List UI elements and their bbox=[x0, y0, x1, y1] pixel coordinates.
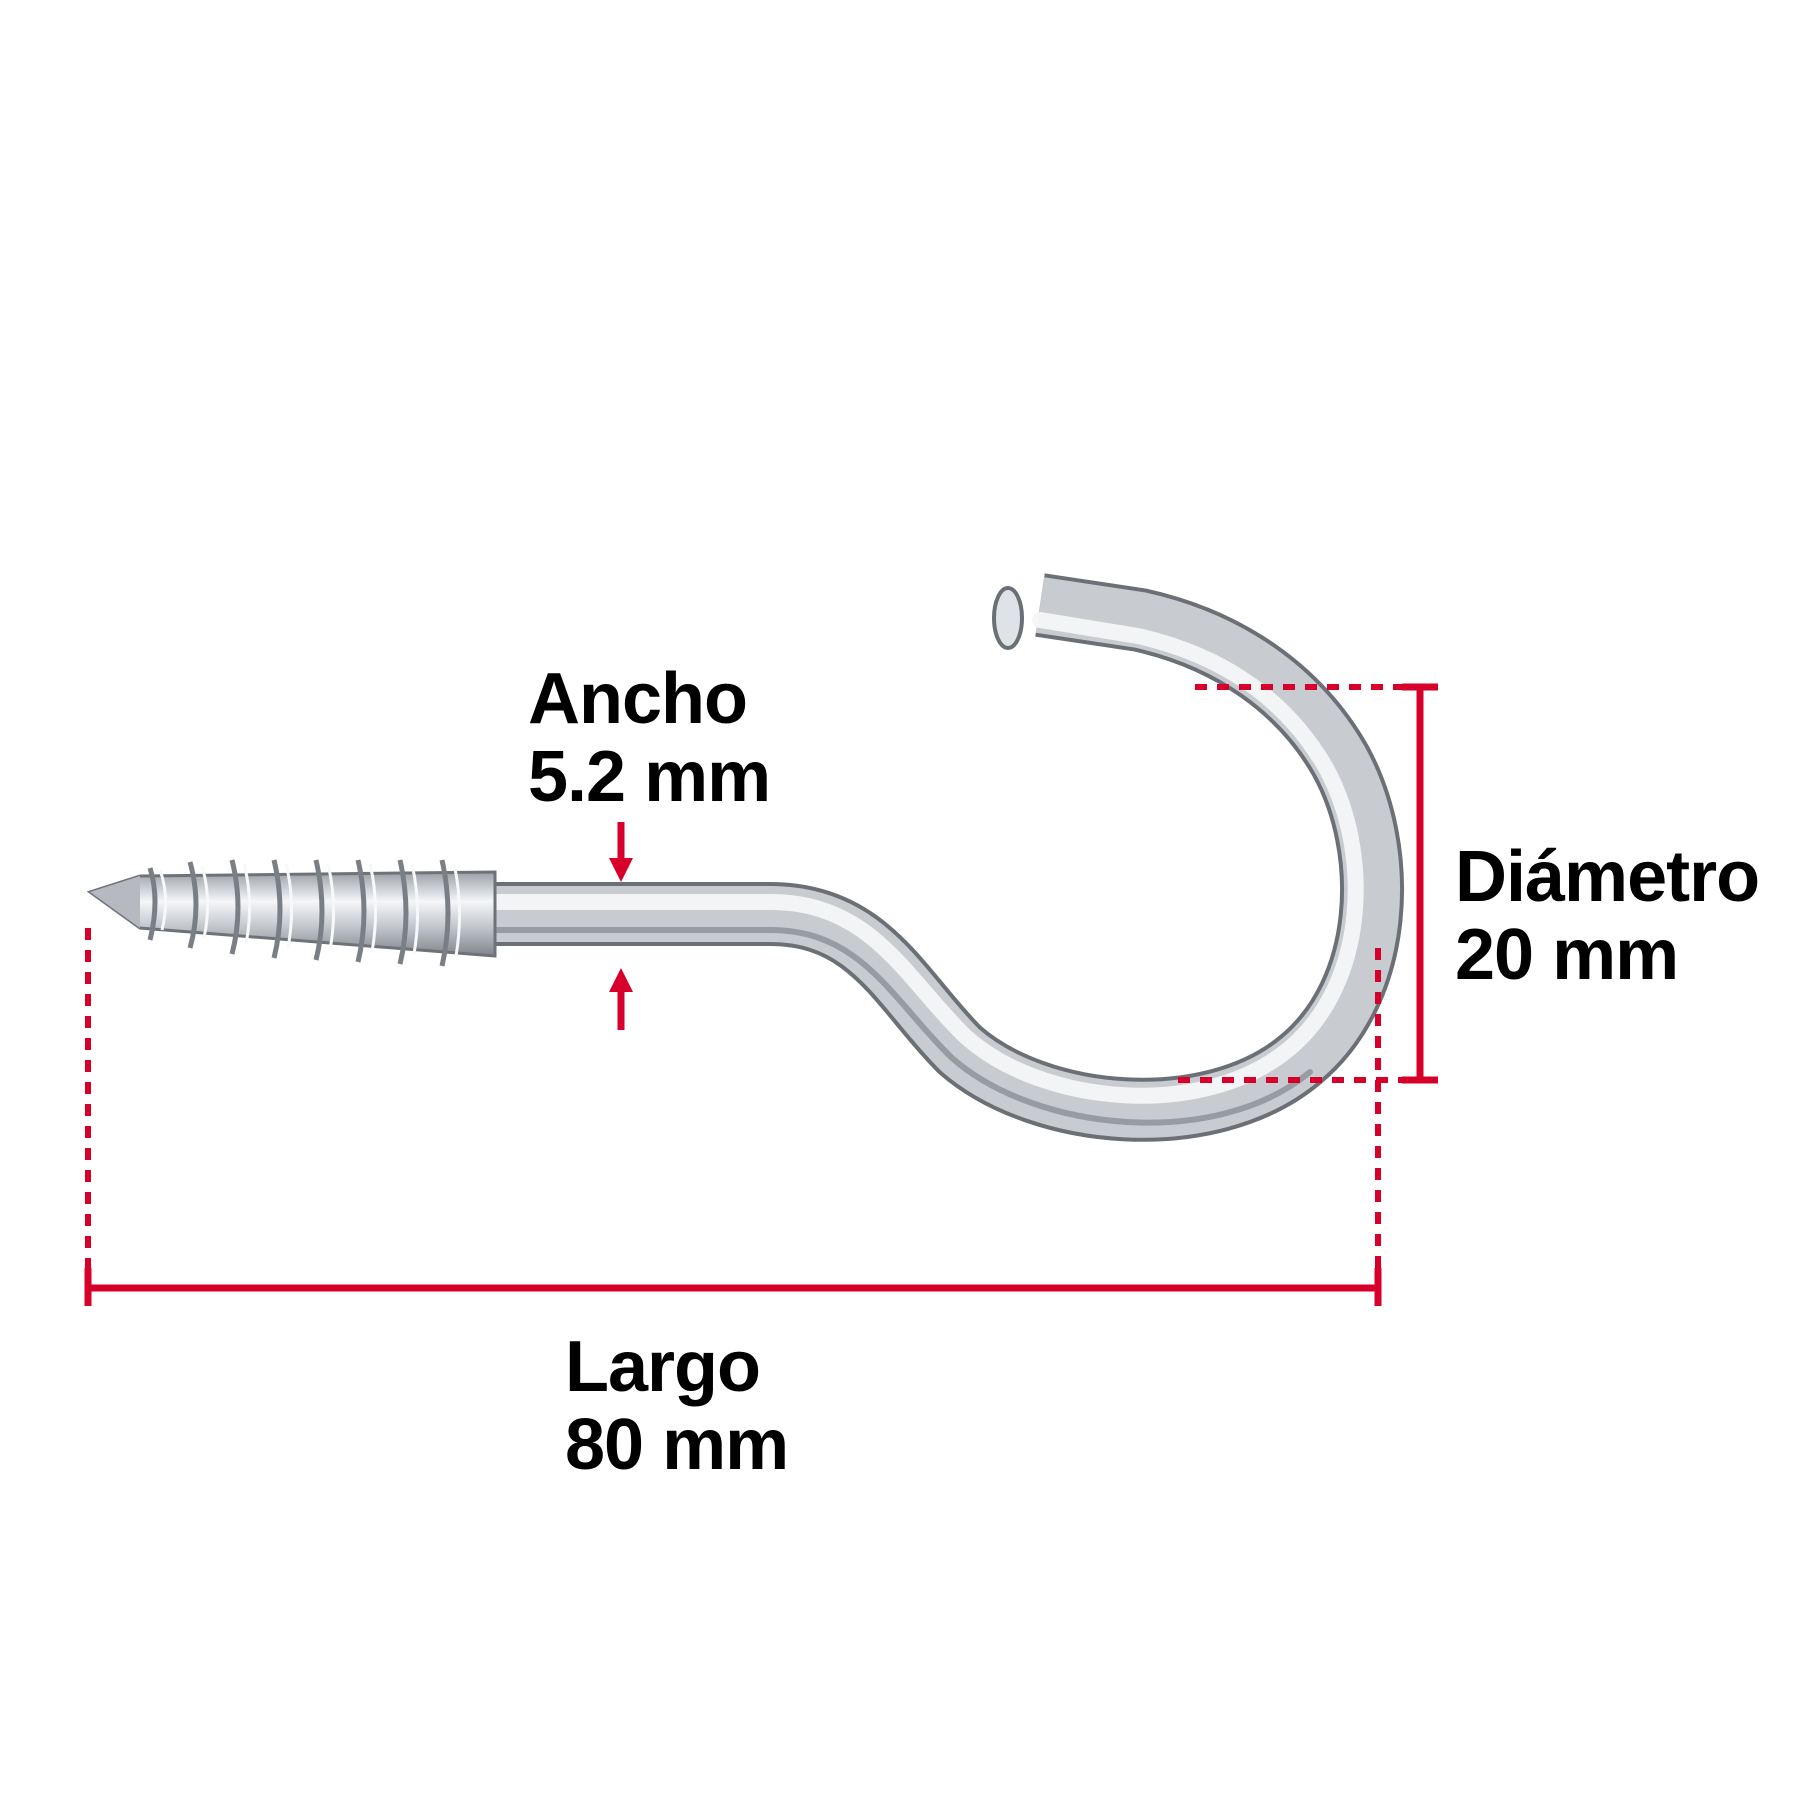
width-label: Ancho 5.2 mm bbox=[528, 659, 771, 817]
screw-hook-image bbox=[86, 573, 1405, 1142]
width-top-arrow-head bbox=[609, 858, 633, 882]
dimension-marks bbox=[84, 683, 1438, 1306]
diameter-label: Diámetro 20 mm bbox=[1455, 837, 1760, 995]
screw-thread bbox=[86, 859, 497, 967]
diameter-label-title: Diámetro bbox=[1455, 837, 1760, 917]
diameter-label-value: 20 mm bbox=[1455, 915, 1679, 995]
width-label-title: Ancho bbox=[528, 659, 748, 739]
length-label-value: 80 mm bbox=[565, 1405, 789, 1485]
length-label-title: Largo bbox=[565, 1327, 761, 1407]
hook-wire-shadow-line bbox=[492, 927, 1313, 1126]
hook-wire-body bbox=[495, 577, 1401, 1138]
hook-wire-highlight bbox=[487, 612, 1364, 1104]
length-label: Largo 80 mm bbox=[565, 1327, 789, 1485]
width-label-value: 5.2 mm bbox=[528, 737, 771, 817]
hook-tip bbox=[992, 586, 1024, 650]
width-bottom-arrow-head bbox=[609, 968, 633, 992]
